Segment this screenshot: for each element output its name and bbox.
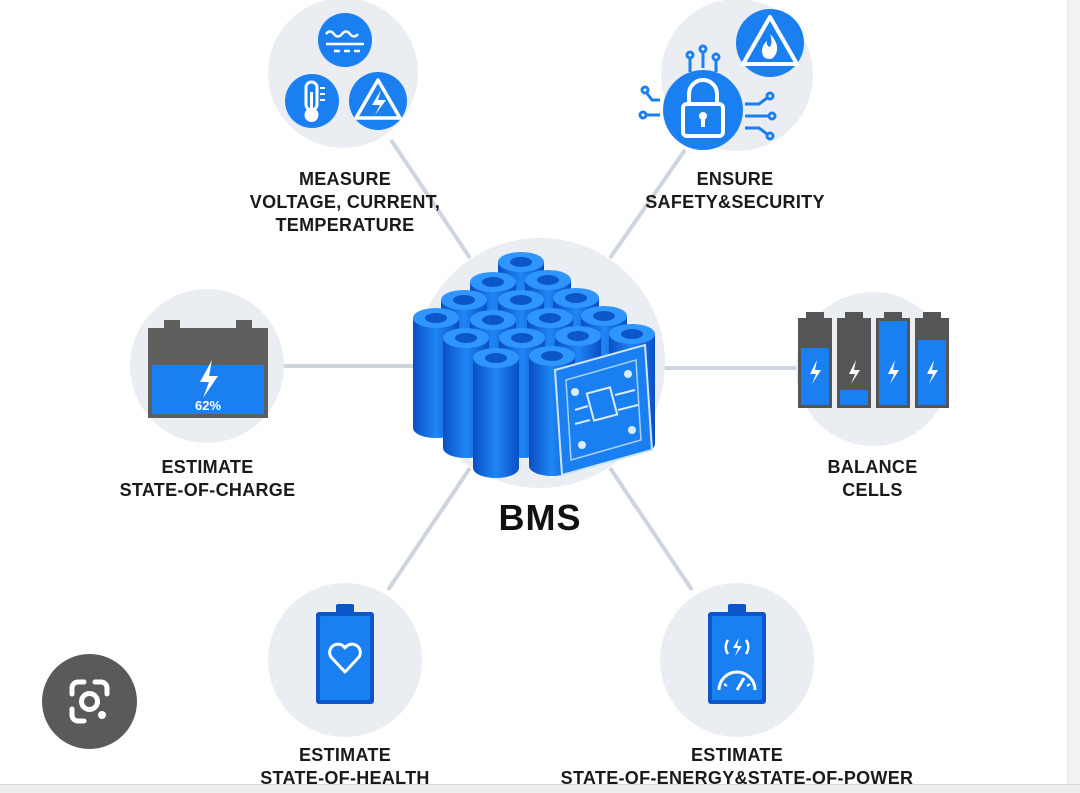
label-soh: ESTIMATE STATE-OF-HEALTH: [240, 744, 450, 790]
cell-3: [876, 312, 910, 408]
fire-warning-icon: [736, 9, 804, 77]
label-safety-line-2: SAFETY&SECURITY: [645, 192, 825, 212]
label-safety-line-1: ENSURE: [696, 169, 774, 189]
node-circle-balance: [796, 292, 950, 446]
label-measure-line-3: TEMPERATURE: [275, 215, 415, 235]
label-soh-line-2: STATE-OF-HEALTH: [260, 768, 430, 788]
soc-percent-text: 62%: [195, 398, 221, 413]
balance-cells-icon: [798, 312, 949, 408]
image-search-button[interactable]: [42, 654, 137, 749]
label-soc-line-1: ESTIMATE: [161, 457, 254, 477]
battery-health-icon: [316, 604, 374, 704]
safety-icons: [638, 9, 804, 150]
label-soh-line-1: ESTIMATE: [298, 745, 392, 765]
label-soe-line-2: STATE-OF-ENERGY&STATE-OF-POWER: [560, 768, 914, 788]
label-measure-line-2: VOLTAGE, CURRENT,: [249, 192, 441, 212]
label-soc: ESTIMATE STATE-OF-CHARGE: [100, 456, 315, 502]
label-balance-line-2: CELLS: [842, 480, 903, 500]
measure-icons: [285, 13, 407, 130]
bottom-frame-edge: [0, 784, 1080, 793]
label-soe-line-1: ESTIMATE: [690, 745, 784, 765]
cell-1: [798, 312, 832, 408]
label-measure: MEASURE VOLTAGE, CURRENT, TEMPERATURE: [240, 168, 450, 237]
google-lens-icon: [69, 679, 110, 724]
label-balance-line-1: BALANCE: [827, 457, 918, 477]
pcb-board-icon: [553, 343, 654, 477]
cell-4: [915, 312, 949, 408]
right-frame-edge: [1067, 0, 1080, 793]
bms-center-label: BMS: [498, 497, 582, 538]
meter-icon: [318, 13, 372, 67]
battery-cell: [473, 348, 519, 478]
high-voltage-warning-icon: [349, 72, 407, 130]
label-soc-line-2: STATE-OF-CHARGE: [119, 480, 296, 500]
battery-energy-power-icon: [708, 604, 766, 704]
connector-lines: [282, 138, 800, 592]
cell-2: [837, 312, 871, 408]
battery-pack-icon: [413, 252, 655, 478]
circuit-traces-icon: [638, 44, 777, 141]
label-measure-line-1: MEASURE: [298, 169, 392, 189]
label-balance: BALANCE CELLS: [790, 456, 955, 502]
label-safety: ENSURE SAFETY&SECURITY: [630, 168, 840, 214]
lock-icon: [663, 70, 743, 150]
battery-charge-icon: [148, 320, 268, 418]
thermometer-icon: [285, 74, 339, 128]
label-soe: ESTIMATE STATE-OF-ENERGY&STATE-OF-POWER: [537, 744, 937, 790]
